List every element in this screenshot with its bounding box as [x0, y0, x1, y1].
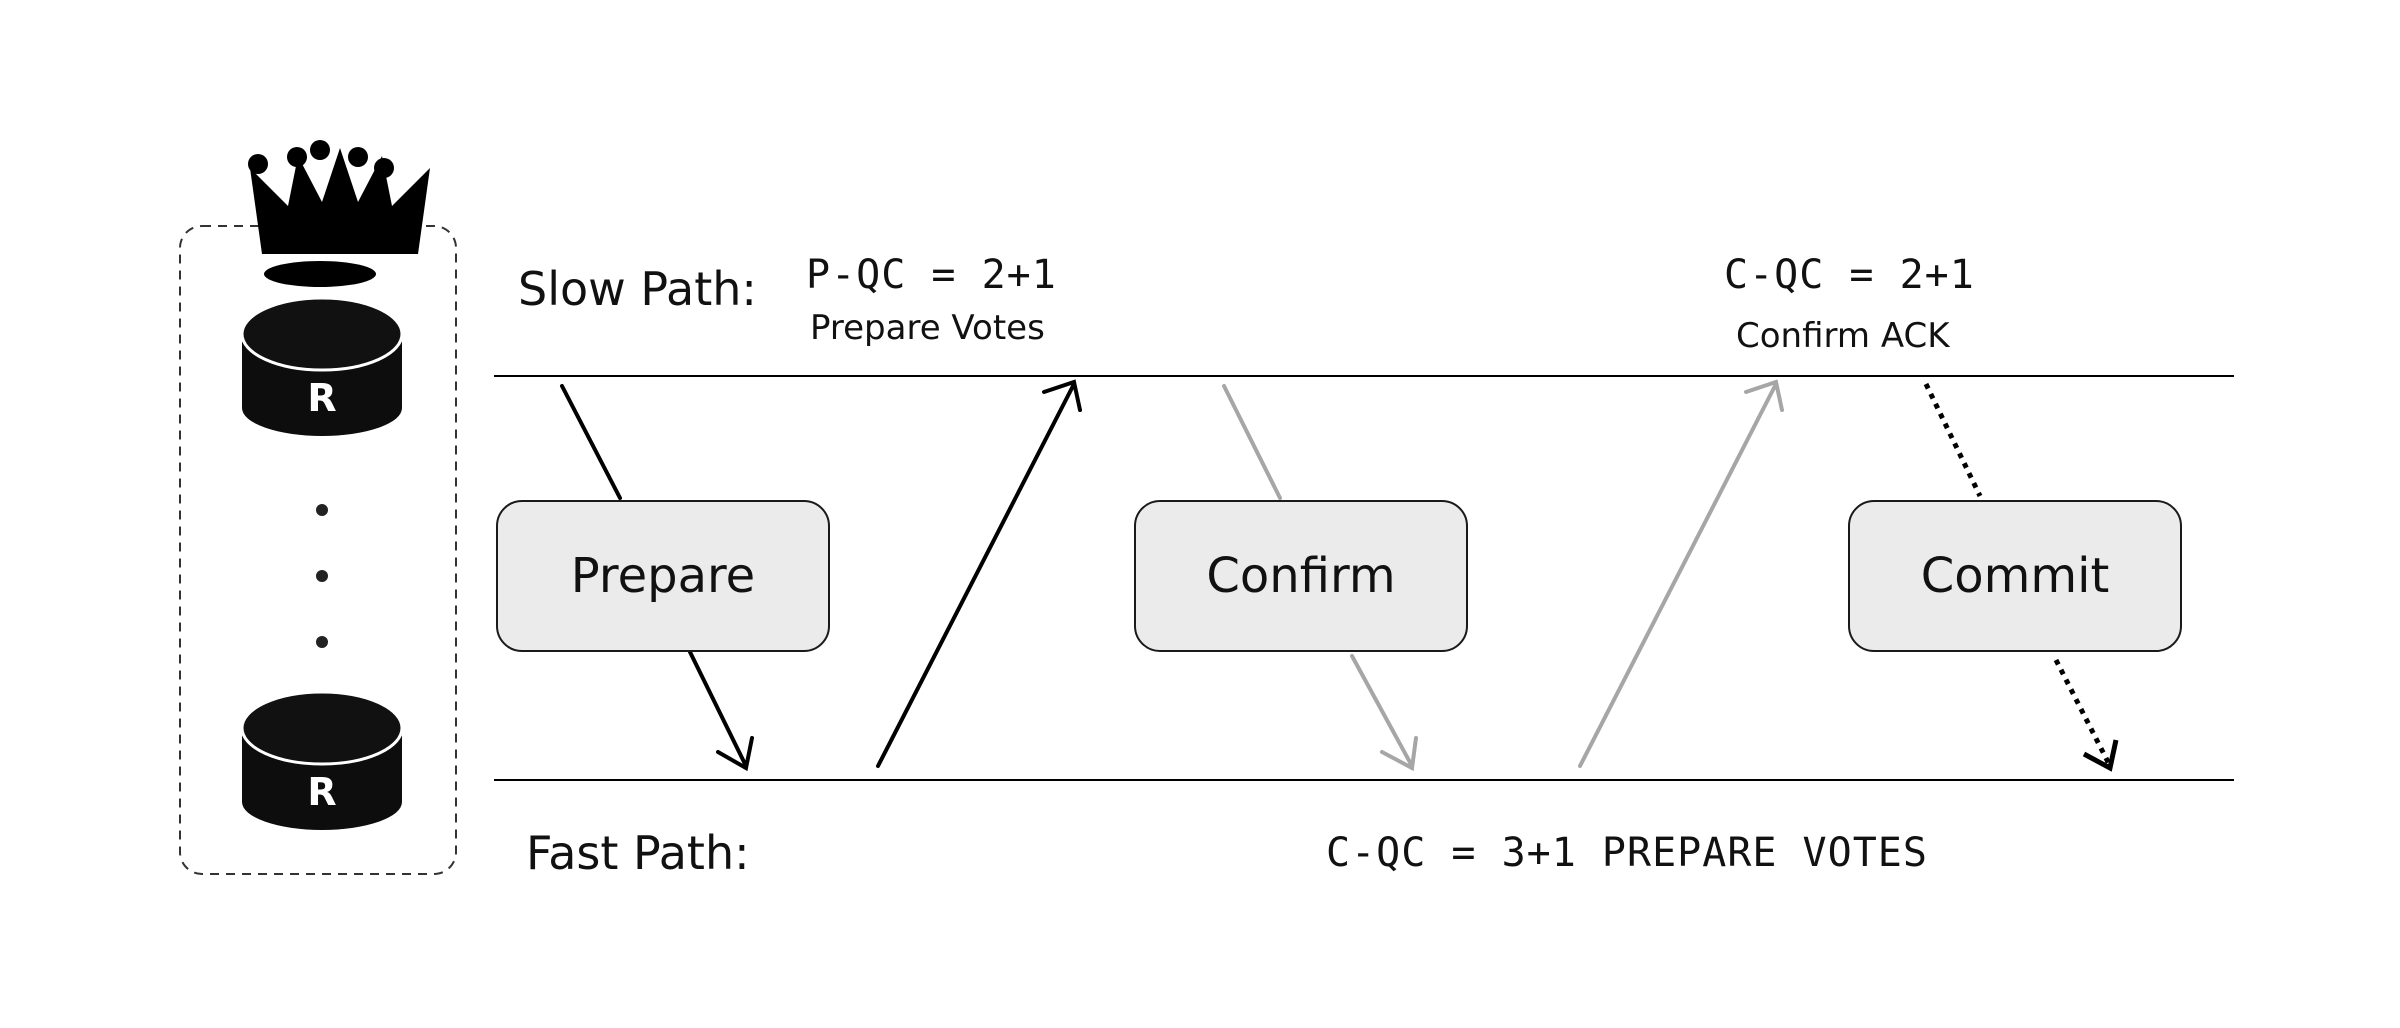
prepare-votes-caption: Prepare Votes — [810, 308, 1045, 348]
replica-label-bottom: R — [307, 770, 337, 814]
commit-arrowhead — [2082, 739, 2119, 772]
confirm-qc-formula: C-QC = 2+1 — [1724, 252, 1975, 298]
database-icon — [240, 690, 404, 830]
confirm-phase-box: Confirm — [1134, 500, 1468, 652]
replica-label-top: R — [307, 376, 337, 420]
fast-path-label: Fast Path: — [526, 826, 750, 880]
prepare-up-arrow — [876, 379, 1082, 768]
confirm-ack-caption: Confirm ACK — [1736, 316, 1950, 356]
fast-path-cqc-formula: C-QC = 3+1 PREPARE VOTES — [1326, 830, 1928, 876]
prepare-down-arrow — [560, 384, 754, 772]
prepare-phase-box: Prepare — [496, 500, 830, 652]
crown-icon — [248, 140, 430, 287]
slow-path-label: Slow Path: — [518, 262, 757, 316]
confirm-up-arrow — [1578, 379, 1784, 768]
confirm-down-arrow — [1222, 384, 1418, 772]
commit-down-arrow — [1923, 382, 2113, 768]
prepare-qc-formula: P-QC = 2+1 — [806, 252, 1057, 298]
ellipsis-vertical-icon — [316, 504, 328, 648]
commit-phase-box: Commit — [1848, 500, 2182, 652]
database-icon — [240, 296, 404, 436]
